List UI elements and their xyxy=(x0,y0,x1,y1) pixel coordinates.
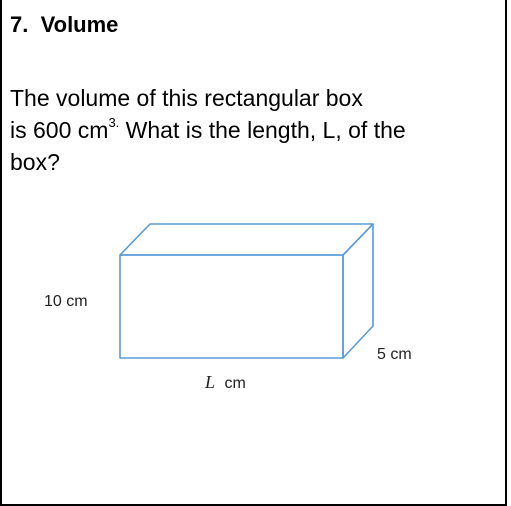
problem-heading: Volume xyxy=(40,12,119,37)
problem-line-2: is 600 cm3. What is the length, L, of th… xyxy=(10,114,500,146)
volume-value: is 600 cm xyxy=(10,117,109,143)
box-top-face xyxy=(119,223,374,256)
box-side-face xyxy=(342,223,374,359)
length-variable: L xyxy=(204,372,215,392)
question-text: What is the length, L, of the xyxy=(119,117,406,143)
depth-label: 5 cm xyxy=(377,346,412,363)
length-label: L cm xyxy=(204,372,246,392)
problem-title: 7. Volume xyxy=(10,12,118,38)
problem-line-1: The volume of this rectangular box xyxy=(10,85,363,111)
length-unit: cm xyxy=(224,375,245,392)
box-figure: 10 cm 5 cm L cm xyxy=(32,218,432,398)
rectangular-box-diagram: 10 cm 5 cm L cm xyxy=(44,223,412,392)
box-front-face xyxy=(119,254,344,359)
height-label: 10 cm xyxy=(44,293,88,310)
problem-text: The volume of this rectangular box is 60… xyxy=(10,82,500,178)
cubed-superscript: 3. xyxy=(108,115,120,131)
box-edges xyxy=(119,223,374,359)
problem-line-3: box? xyxy=(10,149,60,175)
problem-number: 7. xyxy=(10,12,29,37)
